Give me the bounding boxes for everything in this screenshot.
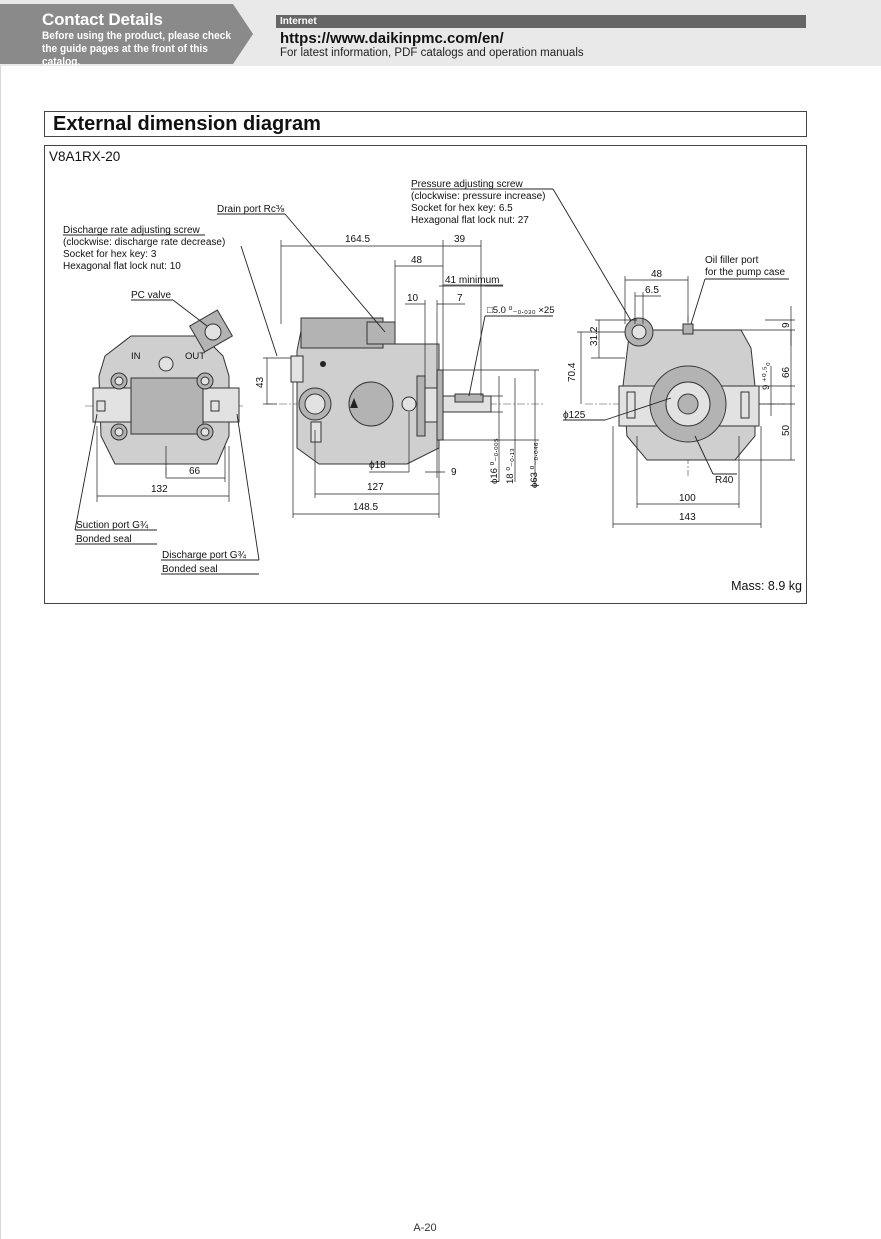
contact-title: Contact Details: [42, 10, 163, 29]
diagram-drawing: IN OUT 66 132 Discharge rate adjusting s…: [63, 179, 795, 575]
discharge-rate-label-3: Socket for hex key: 3: [63, 249, 157, 260]
contact-subtitle: Before using the product, please check t…: [42, 30, 231, 68]
discharge-rate-label-2: (clockwise: discharge rate decrease): [63, 237, 225, 248]
dim-148-5: 148.5: [353, 502, 378, 513]
dim-phi125: ϕ125: [563, 410, 586, 421]
dim-r40: R40: [715, 475, 734, 486]
pressure-label-4: Hexagonal flat lock nut: 27: [411, 215, 529, 226]
oil-filler-label-1: Oil filler port: [705, 255, 759, 266]
discharge-seal-label: Bonded seal: [162, 564, 218, 575]
dim-phi16: ϕ16 ⁰₋₀.₀₀₅: [489, 438, 500, 484]
dim-164-5: 164.5: [345, 234, 370, 245]
dim-48-side: 48: [411, 255, 423, 266]
discharge-port-label: Discharge port G¾: [162, 550, 247, 561]
drain-port-label: Drain port Rc⅜: [217, 204, 285, 215]
page-number: A-20: [413, 1222, 437, 1234]
section-heading: External dimension diagram: [44, 111, 807, 137]
dim-132: 132: [151, 484, 168, 495]
internet-label: Internet: [276, 15, 806, 28]
dim-18-shaft: 18 ⁰₋₀.₁₃: [505, 448, 516, 484]
pressure-label-2: (clockwise: pressure increase): [411, 191, 546, 202]
mass-label: Mass: 8.9 kg: [731, 579, 802, 593]
dim-66-left: 66: [189, 466, 201, 477]
dim-100: 100: [679, 493, 696, 504]
port-out-label: OUT: [185, 351, 205, 362]
website-info: For latest information, PDF catalogs and…: [280, 47, 584, 59]
dim-7: 7: [457, 293, 463, 304]
port-in-label: IN: [131, 351, 141, 362]
discharge-rate-label-1: Discharge rate adjusting screw: [63, 225, 201, 236]
dimension-diagram: V8A1RX-20 IN OUT 66: [44, 145, 807, 604]
pressure-label-1: Pressure adjusting screw: [411, 179, 523, 190]
dim-66-front: 66: [781, 366, 792, 378]
dim-phi63: ϕ63 ⁰₋₀.₀₄₆: [529, 442, 540, 488]
website-link[interactable]: https://www.daikinpmc.com/en/: [280, 30, 504, 47]
dim-143: 143: [679, 512, 696, 523]
contact-banner: [0, 4, 253, 64]
dim-43: 43: [255, 376, 266, 388]
dim-key: □5.0 ⁰₋₀.₀₃₀ ×25: [487, 305, 555, 316]
dim-41-minimum: 41 minimum: [445, 275, 499, 286]
suction-port-label: Suction port G¾: [76, 520, 149, 531]
dim-31-2: 31.2: [589, 326, 600, 346]
discharge-rate-label-4: Hexagonal flat lock nut: 10: [63, 261, 181, 272]
dim-9-tolerance: 9 ⁺⁰·⁵₀: [761, 362, 772, 390]
section-title: External dimension diagram: [53, 113, 321, 135]
dim-6-5: 6.5: [645, 285, 659, 296]
dim-phi18: ϕ18: [369, 460, 386, 471]
dim-39: 39: [454, 234, 466, 245]
dim-10: 10: [407, 293, 419, 304]
left-view: IN OUT 66 132 Discharge rate adjusting s…: [63, 225, 278, 575]
dim-70-4: 70.4: [567, 362, 578, 382]
oil-filler-label-2: for the pump case: [705, 267, 785, 278]
dim-9-top: 9: [781, 322, 792, 328]
model-name: V8A1RX-20: [49, 149, 121, 164]
suction-seal-label: Bonded seal: [76, 534, 132, 545]
dim-9-side: 9: [451, 467, 457, 478]
front-view: 48 6.5 31.2 70.4 ϕ125 9: [563, 255, 795, 528]
dim-48-front: 48: [651, 269, 663, 280]
dim-127: 127: [367, 482, 384, 493]
dim-50: 50: [781, 424, 792, 436]
pc-valve-label: PC valve: [131, 290, 171, 301]
pressure-label-3: Socket for hex key: 6.5: [411, 203, 513, 214]
side-view: 164.5 39 48 41 minimum 10 7 □5.0 ⁰₋₀.₀₃₀…: [217, 179, 634, 518]
